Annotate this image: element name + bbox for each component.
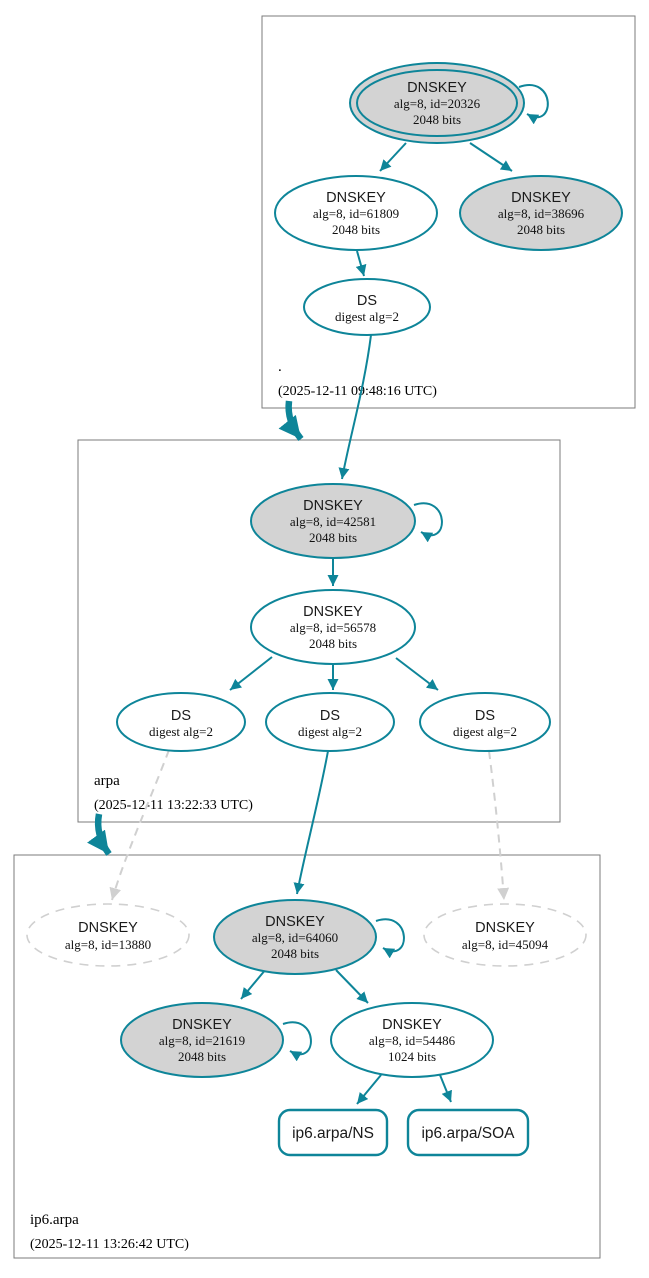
node-detail: alg=8, id=20326 [394,96,481,111]
edge-dnskey-56578-to-ds-left [229,656,273,691]
node-bits: 2048 bits [413,112,461,127]
node-rrset-ip6-arpa-ns[interactable]: ip6.arpa/NS [277,1108,389,1157]
self-signature-loop-dnskey-20326 [518,84,549,125]
edge-ds-arpa-left-to-dnskey-13880-insecure [109,749,170,901]
edge-ds-arpa-mid-to-dnskey-64060 [293,750,329,895]
node-detail: alg=8, id=64060 [252,930,338,945]
node-bits: 1024 bits [388,1049,436,1064]
node-bits: 2048 bits [517,222,565,237]
node-ds-arpa-left[interactable]: DS digest alg=2 [116,692,246,752]
node-title: DNSKEY [172,1017,232,1033]
node-detail: alg=8, id=61809 [313,206,399,221]
node-title: DNSKEY [303,498,363,514]
delegation-arrow-arpa-to-ip6-arpa [87,813,112,856]
zone-box-root [261,15,636,409]
node-title: DNSKEY [475,920,535,936]
self-signature-loop-dnskey-42581 [413,502,443,543]
node-ds-arpa-right[interactable]: DS digest alg=2 [419,692,551,752]
node-title: DS [357,293,377,309]
zone-label-ip6-arpa: ip6.arpa [30,1212,79,1228]
edge-dnskey-64060-to-dnskey-54486 [335,969,369,1004]
node-bits: 2048 bits [178,1049,226,1064]
node-bits: 2048 bits [309,530,357,545]
edge-dnskey-20326-to-dnskey-38696 [469,142,513,172]
delegation-arrow-root-to-arpa [278,400,304,442]
edge-ds-arpa-right-to-dnskey-45094-insecure [488,750,510,901]
node-dnskey-64060-ksk[interactable]: DNSKEY alg=8, id=64060 2048 bits [213,899,377,975]
self-signature-loop-dnskey-21619 [282,1021,312,1062]
zone-timestamp-ip6-arpa: (2025-12-11 13:26:42 UTC) [30,1237,189,1252]
node-dnskey-54486[interactable]: DNSKEY alg=8, id=54486 1024 bits [330,1002,494,1078]
zone-box-arpa [77,439,561,823]
node-detail: alg=8, id=21619 [159,1033,245,1048]
node-title: DNSKEY [382,1017,442,1033]
rrset-label: ip6.arpa/SOA [421,1125,515,1142]
node-detail: alg=8, id=54486 [369,1033,456,1048]
edge-dnskey-54486-to-soa [439,1074,452,1103]
zone-timestamp-root: (2025-12-11 09:48:16 UTC) [278,384,437,399]
node-ds-root[interactable]: DS digest alg=2 [303,278,431,336]
edge-dnskey-61809-to-ds-root [355,250,367,277]
node-title: DS [320,708,340,724]
node-detail: alg=8, id=13880 [65,937,151,952]
edge-dnskey-54486-to-ns [356,1074,382,1105]
node-ds-arpa-mid[interactable]: DS digest alg=2 [265,692,395,752]
zone-box-ip6-arpa [13,854,601,1259]
node-dnskey-42581-ksk[interactable]: DNSKEY alg=8, id=42581 2048 bits [250,483,416,559]
node-detail: alg=8, id=56578 [290,620,376,635]
node-title: DS [171,708,191,724]
node-detail: digest alg=2 [149,724,213,739]
node-dnskey-61809[interactable]: DNSKEY alg=8, id=61809 2048 bits [274,175,438,251]
node-title: DNSKEY [326,190,386,206]
node-title: DNSKEY [78,920,138,936]
edge-dnskey-56578-to-ds-right [395,657,439,691]
zone-label-root: . [278,359,282,375]
node-title: DNSKEY [303,604,363,620]
rrset-label: ip6.arpa/NS [292,1125,374,1142]
edge-ds-root-to-dnskey-42581 [338,334,372,480]
node-rrset-ip6-arpa-soa[interactable]: ip6.arpa/SOA [406,1108,530,1157]
node-bits: 2048 bits [309,636,357,651]
node-detail: digest alg=2 [298,724,362,739]
zone-timestamp-arpa: (2025-12-11 13:22:33 UTC) [94,798,253,813]
node-bits: 2048 bits [271,946,319,961]
self-signature-loop-dnskey-64060 [375,918,405,959]
zone-label-arpa: arpa [94,773,120,789]
node-detail: alg=8, id=45094 [462,937,549,952]
node-detail: digest alg=2 [453,724,517,739]
node-dnskey-56578[interactable]: DNSKEY alg=8, id=56578 2048 bits [250,589,416,665]
node-title: DNSKEY [265,914,325,930]
node-title: DNSKEY [511,190,571,206]
node-detail: alg=8, id=42581 [290,514,376,529]
node-detail: digest alg=2 [335,309,399,324]
node-dnskey-13880-insecure[interactable]: DNSKEY alg=8, id=13880 [26,903,190,967]
node-bits: 2048 bits [332,222,380,237]
edge-dnskey-20326-to-dnskey-61809 [379,142,407,172]
node-detail: alg=8, id=38696 [498,206,585,221]
edge-dnskey-64060-to-dnskey-21619 [240,968,267,1000]
node-title: DS [475,708,495,724]
node-dnskey-38696[interactable]: DNSKEY alg=8, id=38696 2048 bits [459,175,623,251]
node-title: DNSKEY [407,80,467,96]
node-dnskey-20326-ksk-sep[interactable]: DNSKEY alg=8, id=20326 2048 bits [349,62,525,144]
node-dnskey-21619-ksk[interactable]: DNSKEY alg=8, id=21619 2048 bits [120,1002,284,1078]
node-dnskey-45094-insecure[interactable]: DNSKEY alg=8, id=45094 [423,903,587,967]
